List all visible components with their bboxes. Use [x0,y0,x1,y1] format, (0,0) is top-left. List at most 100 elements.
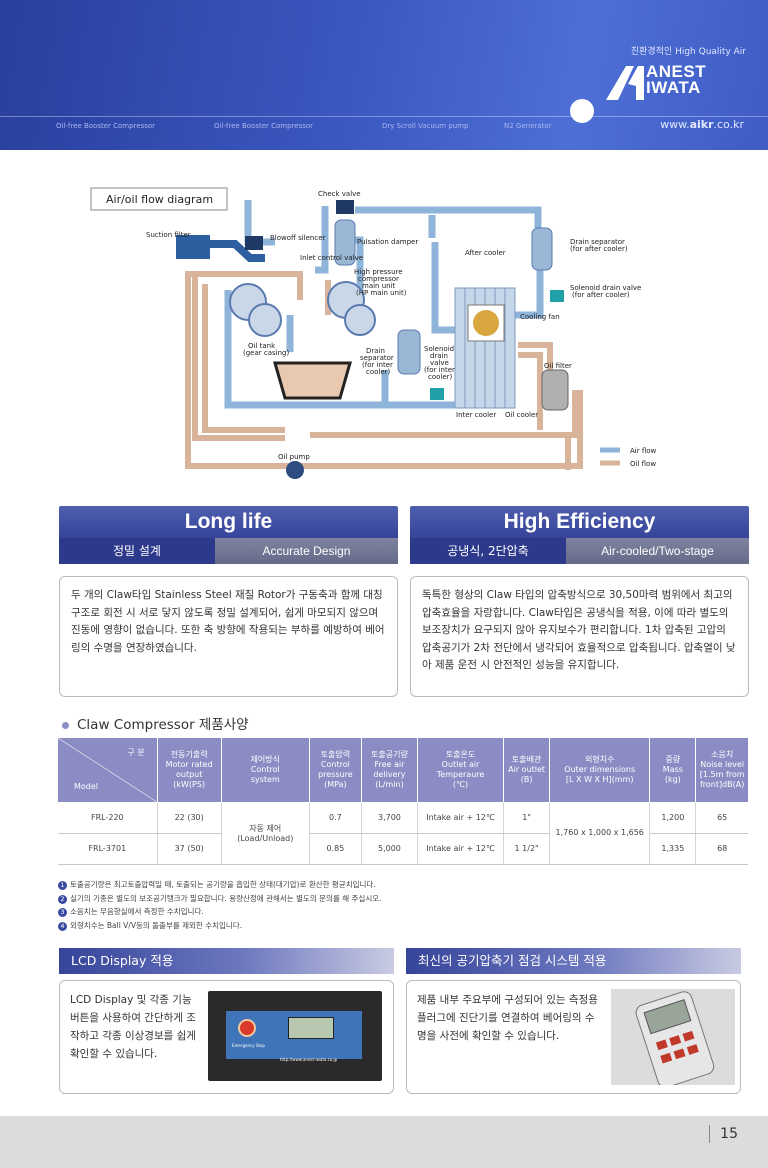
drain-separator-inter [397,329,421,375]
label-inter-cooler: Inter cooler [456,411,496,419]
oil-tank [273,361,352,400]
label-solenoid-after-2: (for after cooler) [572,291,630,299]
check-valve [336,200,354,214]
table-row: FRL-3701 37 (50) 0.85 5,000 Intake air +… [58,833,748,865]
label-solenoid-after: Solenoid drain valve [570,284,641,292]
diagnostic-device-icon [611,989,735,1085]
cell-output: 37 (50) [157,833,222,865]
label-solenoid-inter-1: Solenoid [424,345,454,353]
nav-item-booster-1[interactable]: Oil-free Booster Compressor [56,122,156,130]
label-check-valve: Check valve [318,190,361,198]
label-oil-pump: Oil pump [278,453,310,461]
bullet-icon [62,721,69,729]
label-air-flow: Air flow [630,447,657,455]
long-life-text: 두 개의 Claw타입 Stainless Steel 재질 Rotor가 구동… [59,576,398,697]
label-hp-unit-3: main unit [362,282,396,290]
high-efficiency-text: 독특한 형상의 Claw 타입의 압축방식으로 30,50마력 범위에서 최고의… [410,576,749,697]
label-hp-unit-1: High pressure [354,268,403,276]
label-pulsation-damper: Pulsation damper [357,238,418,246]
url-prefix: www. [660,118,690,131]
lcd-panel-image: Emergency Stop http://www.anest-iwata.co… [208,991,382,1081]
label-drain-inter-4: cooler) [366,368,391,376]
header-gubun: 구 분 [127,748,145,757]
nav-item-vacuum[interactable]: Dry Scroll Vacuum pump [382,122,469,130]
blowoff-silencer [245,236,263,250]
table-row: FRL-220 22 (30) 자동 제어(Load/Unload) 0.7 3… [58,802,748,865]
label-oil-filter: Oil filter [544,362,572,370]
label-blowoff-silencer: Blowoff silencer [270,234,326,242]
label-after-cooler: After cooler [465,249,506,257]
page-footer [0,1116,768,1168]
website-url[interactable]: www.aikr.co.kr [660,118,744,131]
cell-delivery: 5,000 [361,833,418,865]
pulsation-damper [334,219,356,266]
brand-line1: ANEST [646,62,707,81]
emergency-stop-label: Emergency Stop [232,1043,265,1048]
cell-model: FRL-3701 [58,833,158,865]
inspection-box: 제품 내부 주요부에 구성되어 있는 측정용 플러그에 진단기를 연결하여 베어… [406,980,741,1094]
diagram-title: Air/oil flow diagram [106,193,213,206]
lcd-title: LCD Display 적용 [59,948,394,974]
label-drain-inter-1: Drain [366,347,385,355]
lcd-box: LCD Display 및 각종 기능 버튼을 사용하여 간단하게 조작하고 각… [59,980,394,1094]
inspection-title: 최신의 공기압축기 점검 시스템 적용 [406,948,741,974]
cell-output: 22 (30) [157,802,222,834]
oil-pump-icon [286,461,304,479]
cell-delivery: 3,700 [361,802,418,834]
high-efficiency-sub-right: Air-cooled/Two-stage [565,538,749,564]
header-dot [570,99,594,123]
cell-noise: 65 [695,802,748,834]
label-oil-flow: Oil flow [630,460,656,468]
page-header: 친환경적인 High Quality Air ANEST IWATA Oil-f… [0,0,768,150]
cell-noise: 68 [695,833,748,865]
high-efficiency-section: High Efficiency 공냉식, 2단압축 Air-cooled/Two… [410,506,749,564]
spec-title-text: Claw Compressor 제품사양 [77,717,249,733]
long-life-section: Long life 정밀 설계 Accurate Design [59,506,398,564]
label-drain-inter-2: separator [360,354,394,362]
cell-pressure: 0.85 [309,833,362,865]
url-bold: aikr [689,118,714,131]
label-solenoid-inter-4: (for inter [424,366,455,374]
air-oil-flow-diagram: Air/oil flow diagram [90,187,657,479]
label-oil-cooler: Oil cooler [505,411,538,419]
cell-outlet: 1 1/2" [503,833,551,865]
lp-unit-rotor-2 [248,303,282,337]
high-efficiency-title: High Efficiency [410,506,749,538]
brand-line2: IWATA [646,78,701,97]
label-cooling-fan: Cooling fan [520,313,560,321]
label-hp-unit-4: (HP main unit) [356,289,407,297]
label-solenoid-inter-3: valve [430,359,449,367]
label-hp-unit-2: compressor [358,275,399,283]
drain-separator-after [531,227,553,271]
label-suction-filter: Suction filter [146,231,191,239]
label-inlet-control-valve: Inlet control valve [300,254,363,262]
label-oil-tank-2: (gear casing) [243,349,289,357]
label-solenoid-inter-5: cooler) [428,373,453,381]
logo-text: ANEST IWATA [646,62,707,97]
nav-item-booster-2[interactable]: Oil-free Booster Compressor [214,122,314,130]
cell-temp: Intake air + 12℃ [417,802,505,834]
long-life-title: Long life [59,506,398,538]
nav-item-n2[interactable]: N2 Generator [504,122,552,130]
panel-url: http://www.anest-iwata.co.jp [280,1057,338,1062]
label-drain-sep-after: Drain separator [570,238,625,246]
cell-outlet: 1" [503,802,551,834]
cell-temp: Intake air + 12℃ [417,833,505,865]
hp-unit-rotor-2 [344,304,376,336]
solenoid-valve-inter [430,388,444,400]
label-drain-inter-3: (for inter [362,361,393,369]
spec-title: Claw Compressor 제품사양 [62,713,249,733]
suction-filter [176,235,210,259]
